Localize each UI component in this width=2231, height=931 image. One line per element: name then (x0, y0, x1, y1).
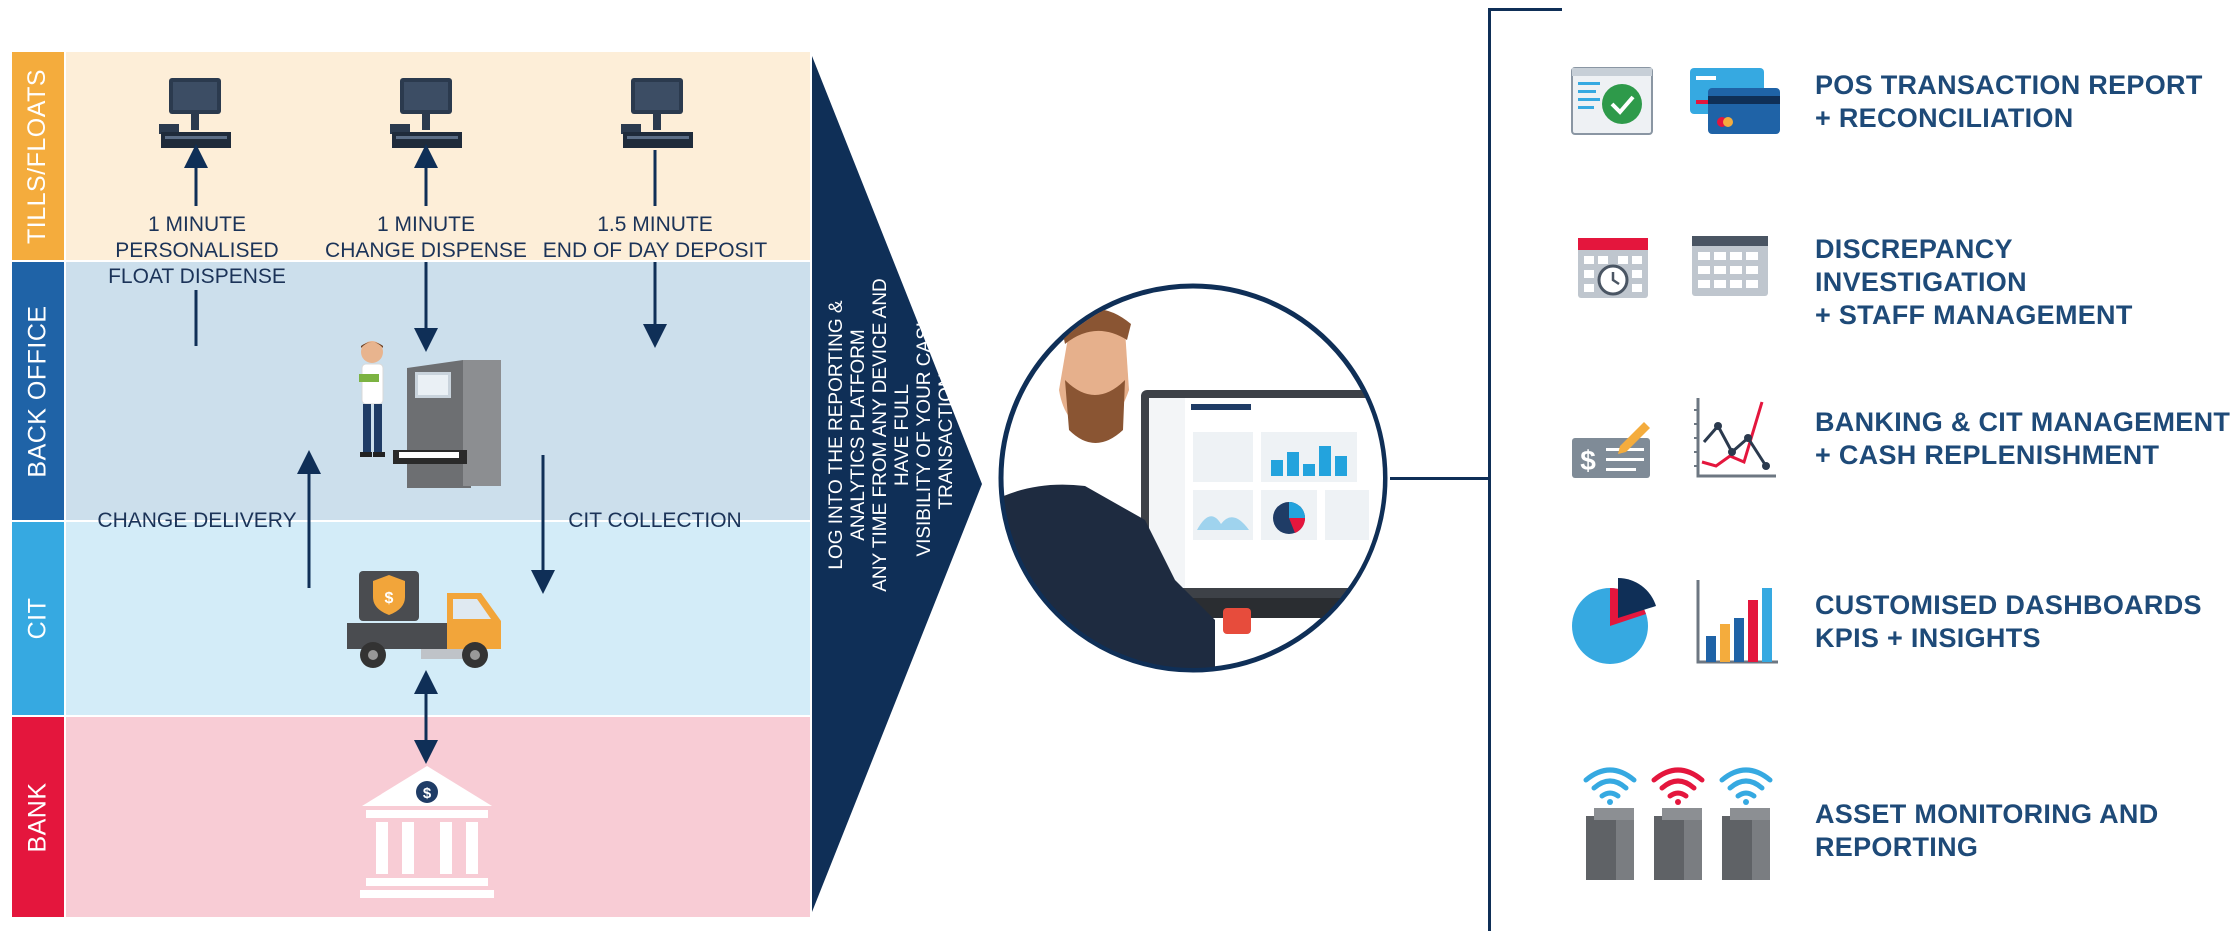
cit-collection-label: CIT COLLECTION (568, 509, 742, 532)
band-label-cit: CIT (12, 522, 64, 715)
cheque-icon: $ (1572, 422, 1650, 478)
feature-line: BANKING & CIT MANAGEMENT (1815, 407, 2231, 437)
analyst-at-dashboard-illustration (998, 283, 1388, 673)
reporting-banner-text: LOG INTO THE REPORTING & ANALYTICS PLATF… (817, 255, 967, 615)
banner-line-3: VISIBILITY OF YOUR CASH TRANSACTIONS (914, 313, 957, 557)
cit-truck-icon: $ (347, 571, 501, 668)
svg-text:$: $ (1580, 445, 1596, 476)
flow-arrows (184, 144, 667, 764)
feature-line: KPIS + INSIGHTS (1815, 623, 2041, 653)
change-text: CHANGE DISPENSE (325, 239, 527, 262)
feature-line: + RECONCILIATION (1815, 103, 2074, 133)
banner-line-1: LOG INTO THE REPORTING & ANALYTICS PLATF… (826, 300, 869, 570)
deposit-caption: 1.5 MINUTE END OF DAY DEPOSIT (540, 212, 770, 264)
feature-line: + STAFF MANAGEMENT (1815, 300, 2133, 330)
feature-line: REPORTING (1815, 832, 1979, 862)
bank-building-icon: $ (360, 766, 494, 898)
svg-text:$: $ (385, 590, 394, 607)
feature-banking-cit: BANKING & CIT MANAGEMENT + CASH REPLENIS… (1815, 406, 2230, 472)
credit-cards-icon (1690, 68, 1780, 134)
change-time: 1 MINUTE (376, 213, 475, 236)
pos-terminal-icon (621, 78, 693, 148)
feature-dashboards: CUSTOMISED DASHBOARDS KPIS + INSIGHTS (1815, 589, 2202, 655)
staff-with-cash-machine-icon (359, 341, 501, 488)
deposit-text: END OF DAY DEPOSIT (542, 239, 768, 262)
band-label-bank: BANK (12, 717, 64, 917)
band-cit (66, 522, 810, 715)
pos-terminal-icon (159, 78, 231, 148)
pie-chart-icon (1572, 578, 1656, 664)
line-chart-icon (1694, 398, 1776, 478)
pos-terminal-icon (390, 78, 462, 148)
reporting-banner-shape (812, 56, 982, 912)
feature-line: + CASH REPLENISHMENT (1815, 440, 2160, 470)
band-label-back-office: BACK OFFICE (12, 262, 64, 520)
wifi-machine-icon (1583, 767, 1637, 880)
feature-line: CUSTOMISED DASHBOARDS (1815, 590, 2202, 620)
svg-text:$: $ (423, 785, 432, 802)
band-label-tills: TILLS/FLOATS (12, 52, 64, 260)
banner-line-2: ANY TIME FROM ANY DEVICE AND HAVE FULL (870, 278, 913, 592)
spreadsheet-calendar-icon (1692, 236, 1768, 296)
calendar-clock-icon (1578, 238, 1648, 298)
browser-check-icon (1571, 67, 1653, 135)
bar-chart-icon (1696, 580, 1778, 664)
bracket-vertical (1488, 8, 1491, 931)
deposit-time: 1.5 MINUTE (597, 213, 713, 236)
float-time: 1 MINUTE (147, 213, 246, 236)
feature-discrepancy: DISCREPANCY INVESTIGATION + STAFF MANAGE… (1815, 233, 2231, 332)
float-dispense-caption: 1 MINUTE PERSONALISED FLOAT DISPENSE (82, 212, 312, 290)
feature-line: POS TRANSACTION REPORT (1815, 70, 2203, 100)
feature-asset-monitoring: ASSET MONITORING AND REPORTING (1815, 798, 2159, 864)
bracket-top (1488, 8, 1562, 11)
feature-line: ASSET MONITORING AND (1815, 799, 2159, 829)
float-text: PERSONALISED FLOAT DISPENSE (108, 239, 286, 288)
feature-pos-transaction: POS TRANSACTION REPORT + RECONCILIATION (1815, 69, 2203, 135)
feature-line: DISCREPANCY INVESTIGATION (1815, 234, 2027, 297)
change-delivery-label: CHANGE DELIVERY (97, 509, 297, 532)
wifi-machine-icon (1719, 767, 1773, 880)
wifi-machine-alert-icon (1651, 767, 1705, 880)
change-dispense-caption: 1 MINUTE CHANGE DISPENSE (322, 212, 530, 264)
connector-line (1390, 477, 1490, 480)
